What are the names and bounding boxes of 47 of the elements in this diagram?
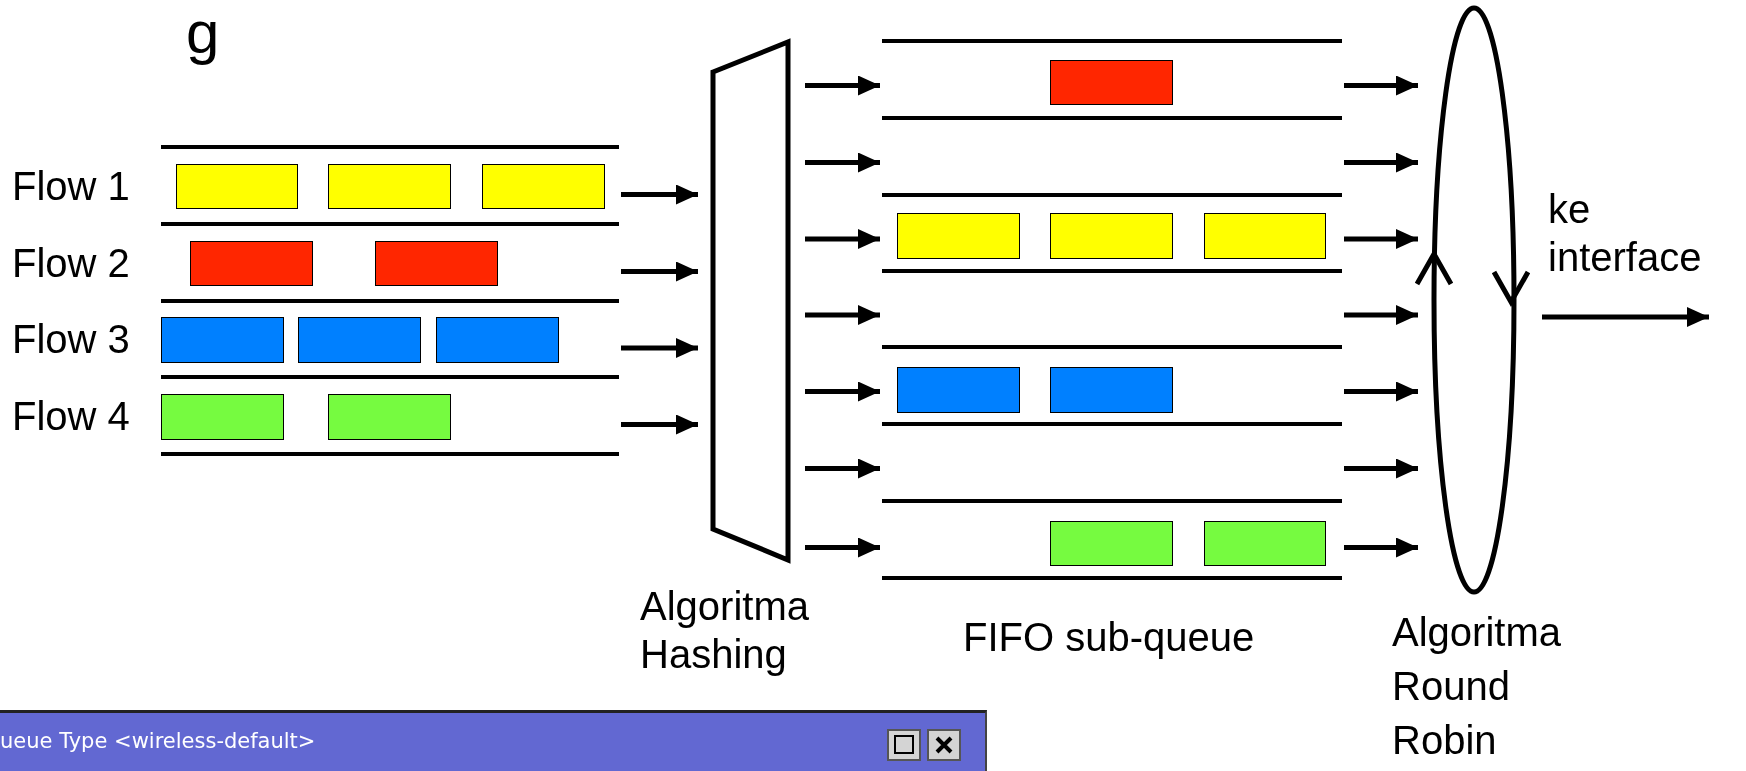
window-title: ueue Type <wireless-default> xyxy=(0,729,316,753)
packet xyxy=(1050,367,1173,413)
arrow xyxy=(621,338,698,358)
arrow xyxy=(1344,381,1418,402)
packet xyxy=(161,394,284,440)
arrow xyxy=(1344,75,1418,96)
packet xyxy=(1204,213,1326,259)
packet xyxy=(375,241,498,286)
packet xyxy=(298,317,421,363)
hash-label: Algoritma Hashing xyxy=(640,583,810,678)
sub-queue-label: FIFO sub-queue xyxy=(963,614,1255,661)
arrow xyxy=(805,152,880,173)
packet xyxy=(328,164,451,209)
packet xyxy=(1050,213,1173,259)
packet xyxy=(897,213,1020,259)
arrow xyxy=(805,305,880,325)
flow-label: Flow 1 xyxy=(12,162,130,210)
arrow xyxy=(1344,458,1418,479)
arrow xyxy=(805,458,880,479)
packet xyxy=(176,164,298,209)
packet xyxy=(328,394,451,440)
arrow xyxy=(621,184,698,205)
arrow xyxy=(1344,229,1418,249)
round-robin-label: Algoritma Round Robin xyxy=(1392,609,1562,764)
packet xyxy=(436,317,559,363)
packet xyxy=(897,367,1020,413)
arrow xyxy=(1542,307,1709,327)
arrow xyxy=(805,381,880,402)
arrow xyxy=(1344,305,1418,325)
packet xyxy=(1050,521,1173,566)
arrow xyxy=(621,261,698,282)
flow-label: Flow 2 xyxy=(12,239,130,287)
flow-label: Flow 4 xyxy=(12,392,130,440)
arrow xyxy=(621,414,698,435)
arrow xyxy=(805,537,880,558)
packet xyxy=(1050,60,1173,105)
packet xyxy=(190,241,313,286)
sub-queue xyxy=(882,499,1342,580)
packet xyxy=(1204,521,1326,566)
arrow xyxy=(805,75,880,96)
packet xyxy=(482,164,605,209)
flow-label: Flow 3 xyxy=(12,316,130,363)
arrow xyxy=(1344,152,1418,173)
title-fragment: g xyxy=(186,0,220,66)
arrow xyxy=(1344,537,1418,558)
packet xyxy=(161,317,284,363)
arrow xyxy=(805,229,880,249)
